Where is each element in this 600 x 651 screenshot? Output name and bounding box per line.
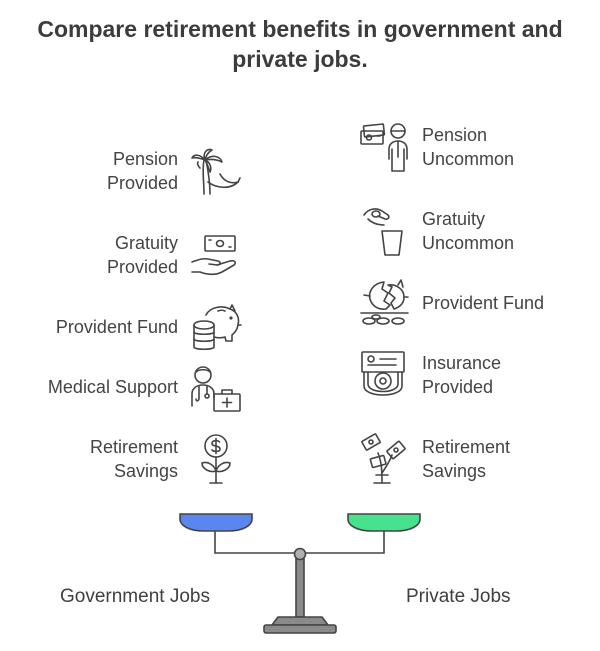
priv-item-savings: Retirement Savings	[422, 435, 510, 483]
gov-item-label: Gratuity Provided	[106, 233, 178, 277]
piggy-bank-coins-icon	[188, 303, 244, 353]
insurance-card-icon	[360, 350, 410, 402]
person-cash-icon	[360, 123, 410, 173]
gov-item-pension: Pension Provided	[107, 147, 178, 195]
priv-item-label: Insurance Provided	[422, 353, 502, 397]
priv-item-label: Provident Fund	[422, 293, 545, 313]
gov-item-label: Medical Support	[47, 377, 178, 397]
gov-item-label: Provident Fund	[55, 317, 178, 337]
doctor-medkit-icon	[190, 364, 244, 414]
gov-item-provident-fund: Provident Fund	[56, 315, 178, 339]
hand-coin-cup-icon	[362, 205, 408, 257]
gov-item-gratuity: Gratuity Provided	[107, 231, 178, 279]
gov-item-label: Pension Provided	[106, 149, 178, 193]
priv-item-label: Pension Uncommon	[422, 125, 515, 169]
gov-pan	[179, 513, 253, 532]
gov-item-label: Retirement Savings	[89, 437, 178, 481]
priv-item-label: Gratuity Uncommon	[422, 209, 515, 253]
priv-item-pension: Pension Uncommon	[422, 123, 514, 171]
broken-piggy-bank-icon	[360, 279, 410, 329]
cash-plant-icon	[360, 433, 410, 485]
priv-item-gratuity: Gratuity Uncommon	[422, 207, 514, 255]
priv-item-provident-fund: Provident Fund	[422, 291, 544, 315]
priv-item-label: Retirement Savings	[422, 437, 511, 481]
balance-scale-icon	[170, 505, 430, 640]
priv-pan	[347, 513, 421, 532]
priv-item-insurance: Insurance Provided	[422, 351, 501, 399]
private-jobs-label: Private Jobs	[406, 586, 511, 607]
government-jobs-label: Government Jobs	[60, 586, 210, 607]
page-title: Compare retirement benefits in governmen…	[37, 16, 563, 72]
gov-item-savings: Retirement Savings	[90, 435, 178, 483]
palm-hammock-icon	[190, 148, 242, 198]
cash-hand-icon	[190, 234, 242, 276]
money-plant-icon	[196, 433, 238, 485]
gov-item-medical: Medical Support	[48, 375, 178, 399]
